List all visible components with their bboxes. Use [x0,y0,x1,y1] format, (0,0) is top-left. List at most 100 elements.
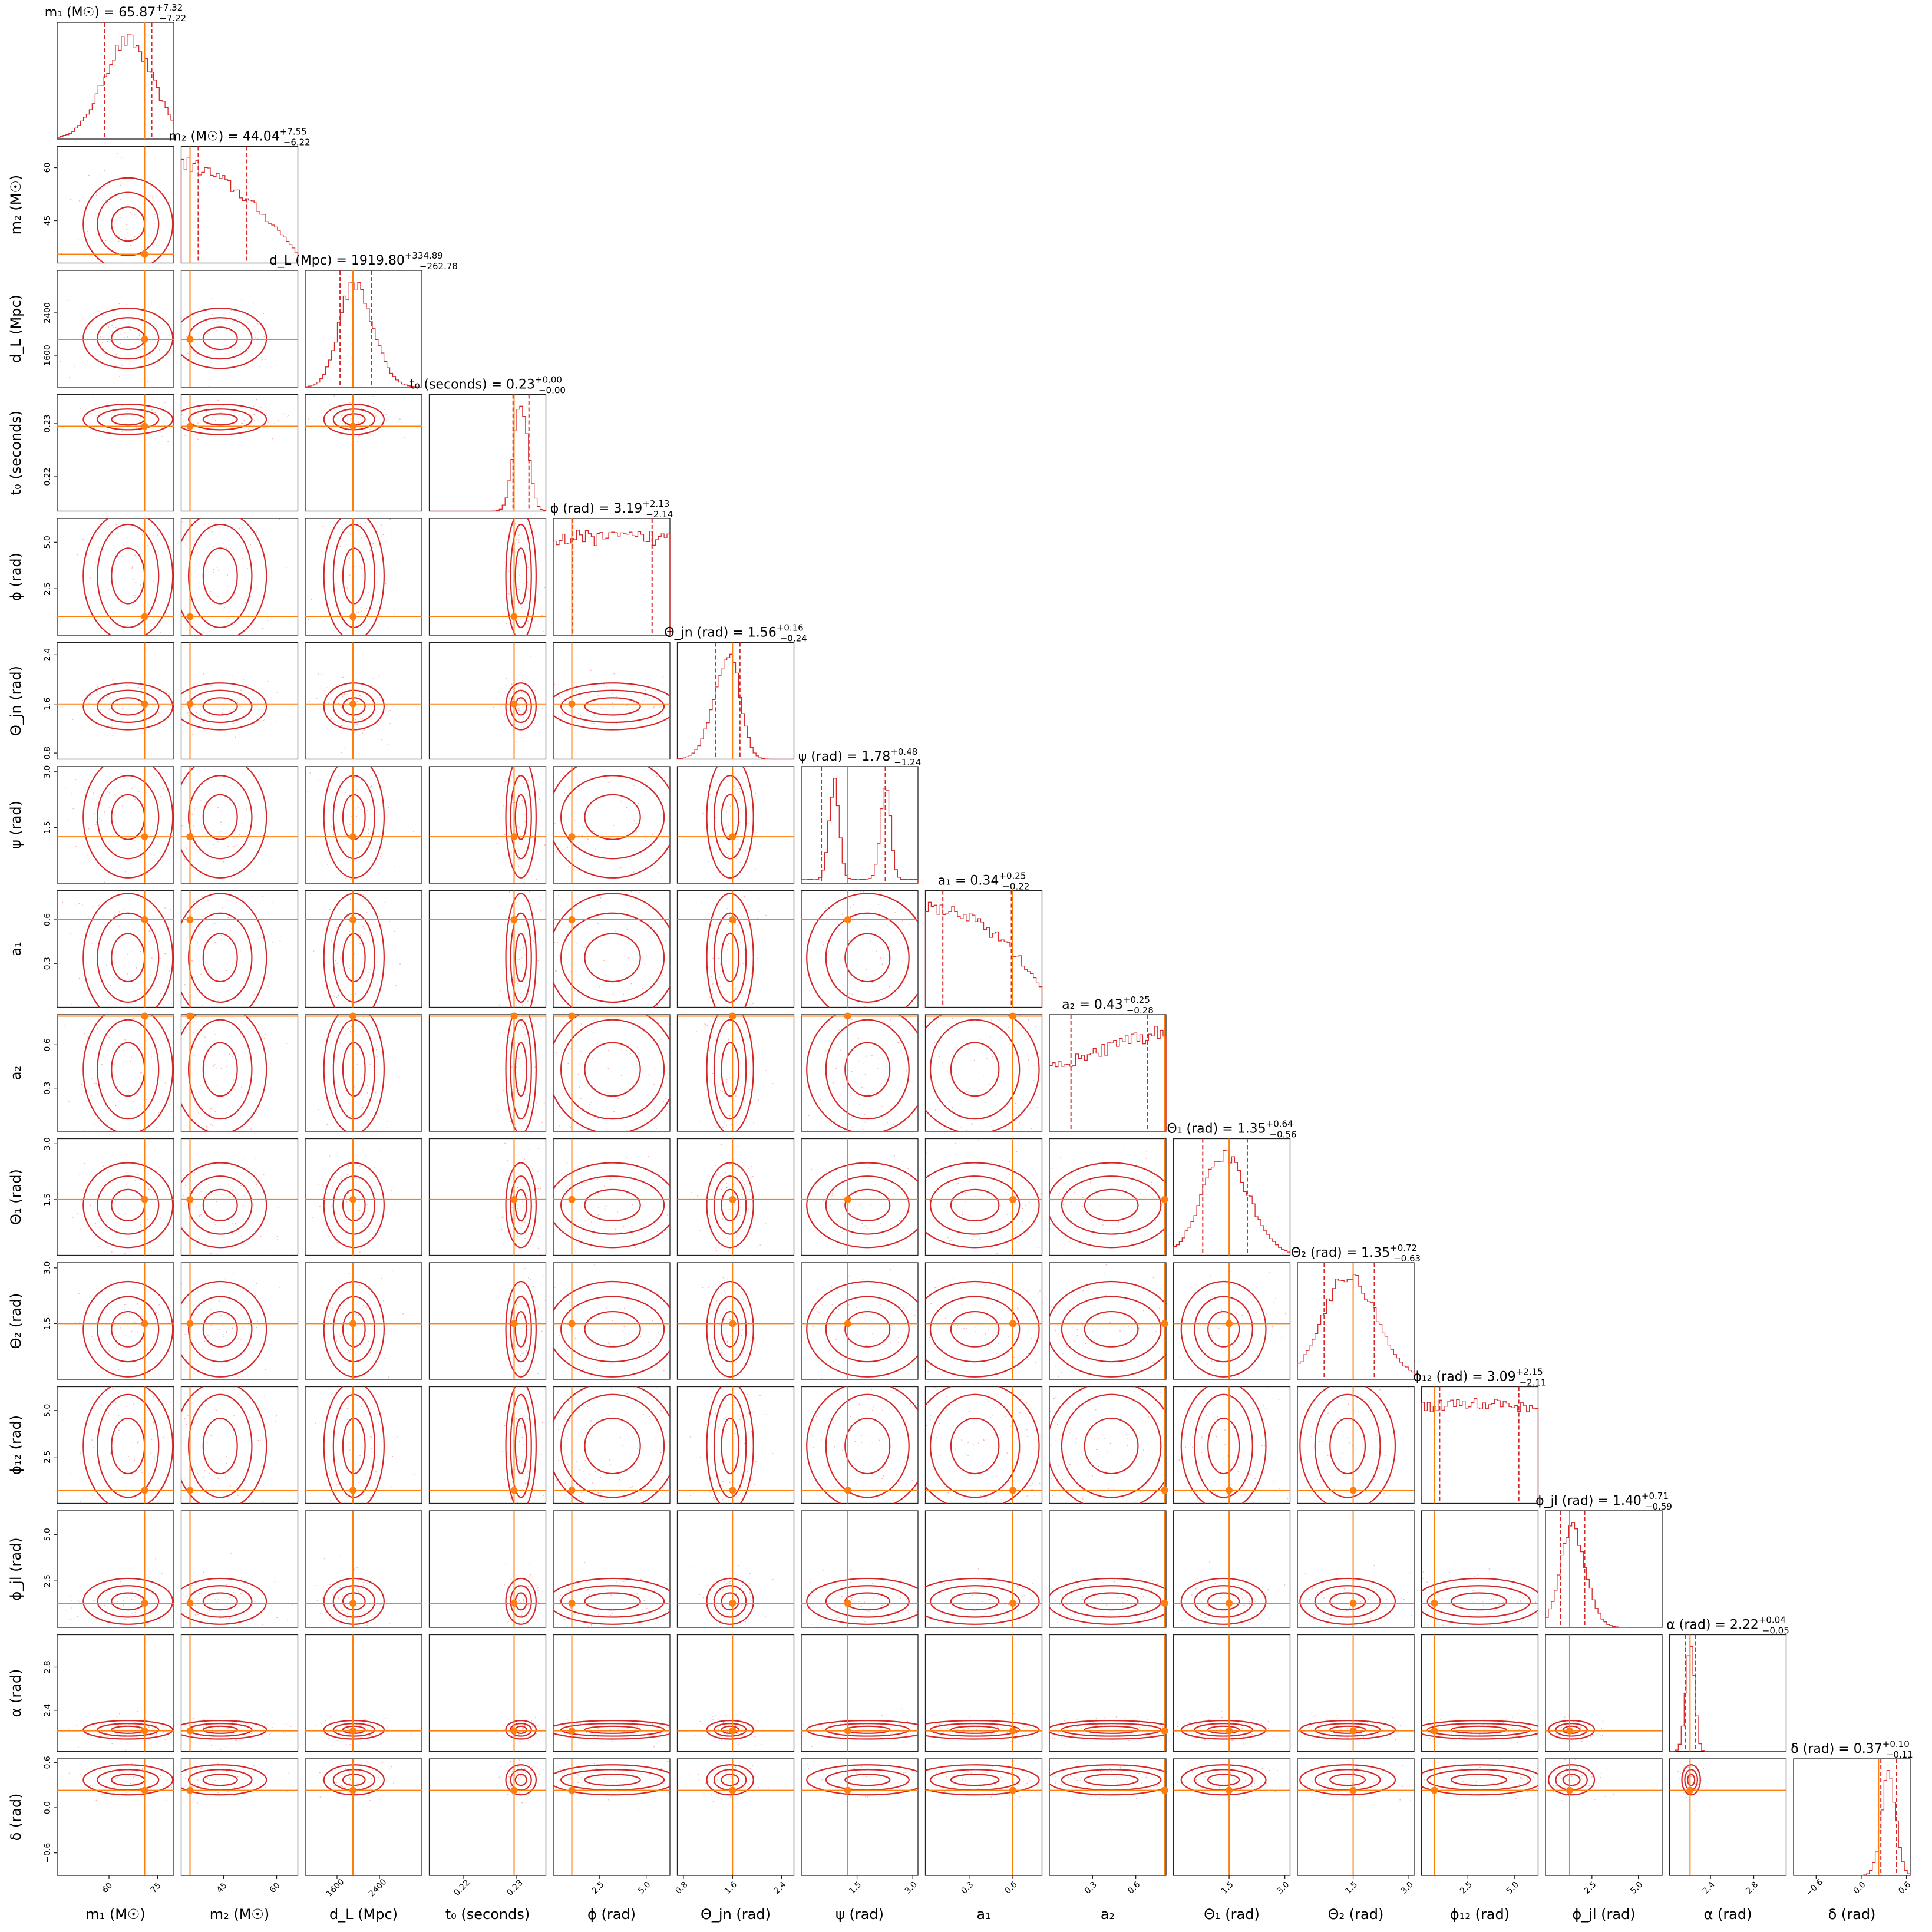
contour-level-3 [1548,1764,1596,1796]
title-err-minus: −7.22 [159,13,186,24]
contour-level-2 [1314,1723,1381,1737]
histogram-steps [1297,1274,1415,1379]
contour-panel-8-3 [428,1012,547,1132]
contour-panel-9-1 [180,1138,299,1256]
x-tick-label: 1.5 [1220,1880,1236,1896]
panel-frame [428,1758,547,1876]
truth-marker [186,1320,194,1327]
panel-frame [676,890,795,1008]
y-axis-label: m₂ (M☉) [8,175,24,235]
truth-marker [186,833,194,841]
contour-lines [553,1280,670,1378]
contour-level-3 [82,893,174,1008]
histogram-steps [924,901,1043,1008]
sample-scatter [62,1386,173,1502]
truth-marker [141,250,148,258]
contour-level-3 [505,1577,537,1625]
contour-level-3 [323,1015,385,1131]
panel-frame [57,766,174,884]
y-axis-label: t₀ (seconds) [8,411,24,495]
contour-level-2 [560,1175,665,1235]
contour-level-3 [181,1764,267,1796]
title-main: d_L (Mpc) = 1919.80 [269,253,405,268]
contour-panel-13-6 [801,1634,919,1752]
contour-level-2 [1194,1723,1253,1737]
contour-level-2 [560,912,665,1003]
panel-frame [305,518,422,636]
contour-panel-13-3 [428,1634,547,1752]
contour-panel-11-1 [180,1386,299,1504]
panel-frame [1173,1386,1291,1504]
truth-marker [141,1487,148,1494]
contour-lines [706,767,754,879]
contour-panel-10-6 [801,1262,919,1380]
contour-level-1 [1562,1774,1581,1786]
panel-frame [428,1510,547,1628]
truth-marker [141,422,148,430]
panel-title: ϕ_jl (rad) = 1.40+0.71−0.59 [1535,1491,1672,1512]
contour-panel-12-0: 2.55.0ϕ_jl (rad) [8,1510,175,1628]
contour-level-3 [806,1280,918,1378]
contour-level-2 [187,1019,253,1120]
panel-frame [924,890,1043,1008]
contour-lines [925,1386,1040,1504]
contour-level-2 [713,1393,747,1498]
contour-lines [82,767,174,879]
x-axis-label: ψ (rad) [835,1906,884,1923]
contour-panel-9-6 [801,1138,919,1256]
x-tick-label: 3.0 [1275,1880,1291,1896]
contour-level-3 [323,1386,385,1504]
sample-scatter [1177,1760,1280,1800]
contour-level-3 [1180,1764,1267,1796]
sample-scatter [927,1272,1043,1376]
title-err-minus: −0.24 [780,633,807,644]
truth-marker [1226,1487,1233,1494]
panel-frame [1297,1758,1415,1876]
contour-level-1 [584,697,641,716]
truth-marker [510,613,518,620]
x-tick-label: 5.0 [1505,1880,1521,1896]
contour-lines [553,1162,670,1249]
contour-level-1 [1084,1592,1139,1611]
panel-frame [553,1758,671,1876]
contour-level-1 [1450,1725,1508,1734]
title-err-plus: +0.25 [1123,995,1150,1005]
contour-lines [1299,1720,1396,1740]
panel-frame [1049,1758,1167,1876]
panel-frame [305,642,422,760]
truth-marker [1161,1727,1168,1735]
contour-panel-5-3 [428,642,547,760]
hist-panel-6: ψ (rad) = 1.78+0.48−1.24 [798,747,921,884]
contour-level-1 [202,794,238,840]
truth-marker [510,1012,518,1020]
contour-lines [1180,1280,1267,1378]
contour-lines [323,518,385,635]
x-tick-label: 0.6 [1003,1880,1019,1896]
panel-frame [57,394,174,512]
contour-panel-8-4 [553,1012,671,1132]
sample-scatter [929,1015,1038,1131]
contour-level-3 [553,1577,670,1625]
y-axis-label: δ (rad) [8,1794,24,1841]
contour-lines [806,1386,918,1504]
truth-marker [729,1600,737,1607]
contour-level-1 [342,1774,366,1786]
contour-level-2 [1061,1175,1162,1235]
panel-frame [428,1634,547,1752]
panel-frame [180,642,299,760]
x-tick-label: 5.0 [636,1880,652,1896]
contour-lines [553,767,670,879]
y-tick-label: 2.5 [43,582,52,595]
truth-marker [1161,1487,1168,1494]
contour-level-3 [323,1280,385,1378]
contour-level-3 [323,767,385,879]
contour-level-3 [505,767,537,879]
sample-scatter [926,1568,1043,1627]
contour-level-1 [584,794,641,840]
contour-level-1 [844,1774,891,1786]
contour-lines [806,893,918,1008]
x-axis-label: a₂ [1101,1906,1115,1923]
panel-frame [676,1758,795,1876]
